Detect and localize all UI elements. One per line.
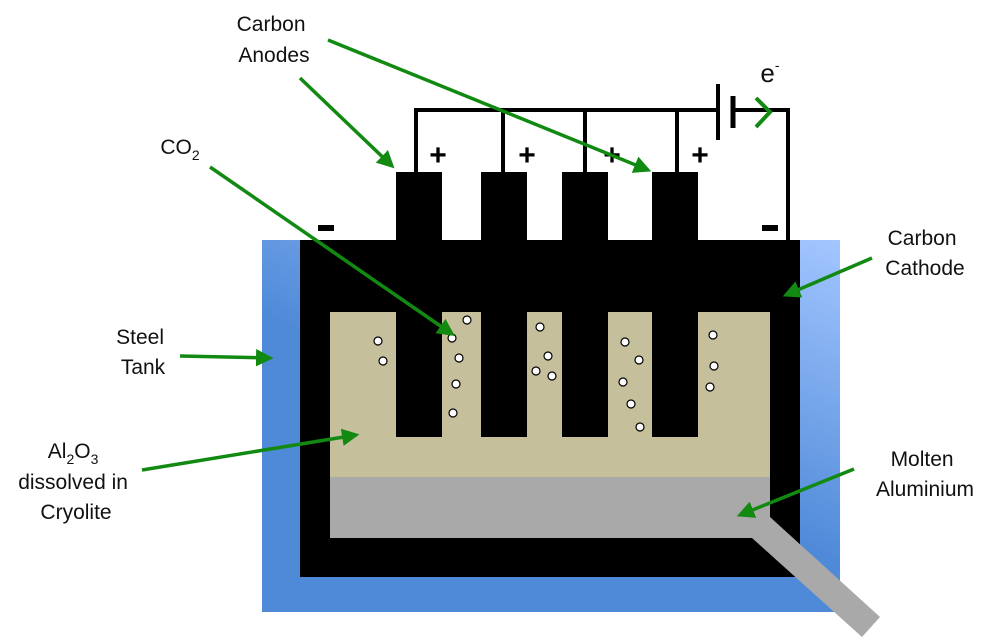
electrolyte-label: Al2O3 dissolved in Cryolite	[18, 440, 134, 524]
minus-sign	[318, 225, 334, 231]
anode	[562, 172, 608, 437]
co2-bubble	[709, 361, 719, 371]
electrolyte-arrow	[141, 428, 360, 472]
tank-label: Steel Tank	[116, 326, 170, 379]
anodes-arrow	[327, 38, 652, 173]
co2-label: CO2	[160, 136, 200, 163]
minus-sign	[762, 225, 778, 231]
anodes-arrow	[298, 76, 395, 169]
carbon-anodes	[396, 172, 698, 437]
co2-bubble	[618, 377, 628, 387]
aluminium-arrow	[736, 467, 855, 518]
co2-bubble	[447, 333, 457, 343]
co2-bubble	[547, 371, 557, 381]
co2-bubble	[451, 379, 461, 389]
molten-aluminium	[330, 477, 770, 538]
co2-bubble	[454, 353, 464, 363]
cathode-label: Carbon Cathode	[885, 227, 964, 280]
co2-bubble	[635, 422, 645, 432]
circuit-wire	[414, 108, 790, 242]
co2-bubble	[373, 336, 383, 346]
plus-sign: +	[518, 139, 536, 172]
tank-arrow	[179, 348, 274, 367]
co2-bubble	[626, 399, 636, 409]
cathode-arrow	[782, 256, 873, 298]
anodes-label: Carbon Anodes	[237, 13, 312, 67]
co2-arrow	[209, 165, 455, 336]
co2-bubble	[378, 356, 388, 366]
plus-sign: +	[691, 139, 709, 172]
co2-bubble	[543, 351, 553, 361]
co2-bubble	[448, 408, 458, 418]
electron-direction-arrow-icon	[754, 96, 773, 129]
tap-spout	[752, 517, 880, 637]
co2-bubble	[462, 315, 472, 325]
co2-bubble	[708, 330, 718, 340]
electron-label: e-	[760, 57, 779, 88]
co2-bubble	[634, 355, 644, 365]
aluminium-label: Molten Aluminium	[876, 448, 974, 501]
co2-bubble	[531, 366, 541, 376]
plus-sign: +	[429, 139, 447, 172]
anode	[652, 172, 698, 437]
anode	[396, 172, 442, 437]
co2-bubble	[705, 382, 715, 392]
co2-bubbles	[373, 315, 719, 432]
battery-icon	[716, 84, 736, 140]
co2-bubble	[535, 322, 545, 332]
anode	[481, 172, 527, 437]
co2-bubble	[620, 337, 630, 347]
